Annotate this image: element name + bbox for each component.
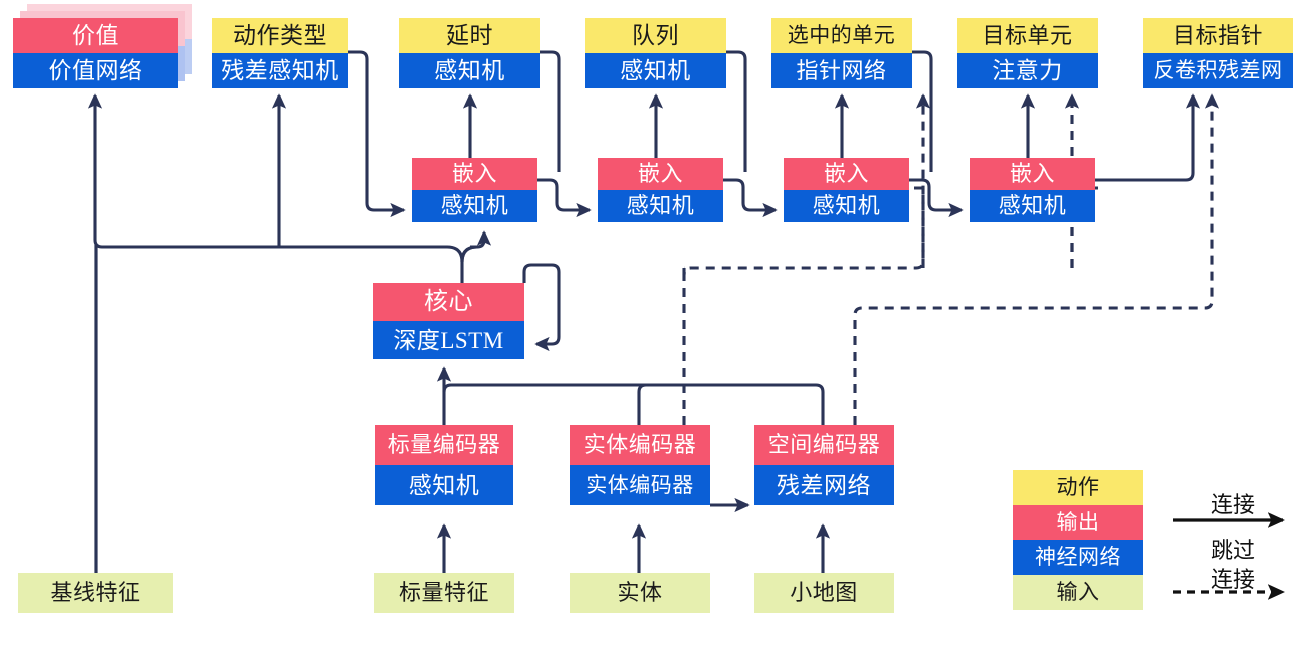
node-baseline-features-label: 基线特征 [18, 573, 173, 613]
node-core-output: 核心 [373, 283, 524, 321]
node-value-output: 价值 [13, 18, 178, 53]
node-scalar-encoder-network: 感知机 [375, 465, 513, 505]
node-embed-4-output: 嵌入 [970, 158, 1095, 190]
node-spatial-encoder-network: 残差网络 [754, 465, 894, 505]
node-core-network: 深度LSTM [373, 321, 524, 359]
node-target-unit: 目标单元 注意力 [957, 18, 1098, 88]
node-embed-1-output: 嵌入 [412, 158, 537, 190]
node-spatial-encoder-output: 空间编码器 [754, 425, 894, 465]
node-delay: 延时 感知机 [399, 18, 540, 88]
node-delay-action: 延时 [399, 18, 540, 53]
node-selected-units-network: 指针网络 [771, 53, 912, 88]
legend-swatch-network: 神经网络 [1013, 540, 1143, 575]
node-embed-2: 嵌入 感知机 [598, 158, 723, 222]
node-embed-4: 嵌入 感知机 [970, 158, 1095, 222]
node-action-type-action: 动作类型 [212, 18, 348, 53]
node-action-type-network: 残差感知机 [212, 53, 348, 88]
node-spatial-encoder: 空间编码器 残差网络 [754, 425, 894, 505]
node-scalar-encoder: 标量编码器 感知机 [375, 425, 513, 505]
node-value-network: 价值网络 [13, 53, 178, 88]
node-value: 价值 价值网络 [13, 4, 192, 88]
node-embed-3-output: 嵌入 [784, 158, 909, 190]
legend-swatch-action: 动作 [1013, 470, 1143, 505]
node-queue-action: 队列 [585, 18, 726, 53]
node-selected-units: 选中的单元 指针网络 [771, 18, 912, 88]
node-target-point-action: 目标指针 [1143, 18, 1293, 53]
node-minimap-label: 小地图 [754, 573, 894, 613]
legend-arrow-samples [1173, 512, 1285, 600]
node-target-point: 目标指针 反卷积残差网 [1143, 18, 1293, 88]
node-embed-3: 嵌入 感知机 [784, 158, 909, 222]
node-embed-1-network: 感知机 [412, 190, 537, 222]
node-scalar-encoder-output: 标量编码器 [375, 425, 513, 465]
node-scalar-features-label: 标量特征 [374, 573, 514, 613]
legend-skip-label-line1: 跳过 [1210, 538, 1255, 563]
node-entities: 实体 [570, 573, 710, 613]
node-embed-2-output: 嵌入 [598, 158, 723, 190]
node-queue-network: 感知机 [585, 53, 726, 88]
legend-connection-label: 连接 [1210, 492, 1255, 517]
node-entity-encoder-output: 实体编码器 [570, 425, 710, 465]
node-entity-encoder: 实体编码器 实体编码器 [570, 425, 710, 505]
node-entity-encoder-network: 实体编码器 [570, 465, 710, 505]
node-embed-3-network: 感知机 [784, 190, 909, 222]
legend-swatch-input: 输入 [1013, 575, 1143, 610]
legend-swatch-output: 输出 [1013, 505, 1143, 540]
node-core: 核心 深度LSTM [373, 283, 524, 359]
node-action-type: 动作类型 残差感知机 [212, 18, 348, 88]
node-entities-label: 实体 [570, 573, 710, 613]
node-minimap: 小地图 [754, 573, 894, 613]
node-delay-network: 感知机 [399, 53, 540, 88]
node-queue: 队列 感知机 [585, 18, 726, 88]
node-scalar-features: 标量特征 [374, 573, 514, 613]
node-target-unit-network: 注意力 [957, 53, 1098, 88]
node-embed-4-network: 感知机 [970, 190, 1095, 222]
node-selected-units-action: 选中的单元 [771, 18, 912, 53]
node-target-unit-action: 目标单元 [957, 18, 1098, 53]
node-embed-2-network: 感知机 [598, 190, 723, 222]
legend-skip-label-line2: 连接 [1210, 567, 1255, 592]
node-baseline-features: 基线特征 [18, 573, 173, 613]
legend-color-key: 动作 输出 神经网络 输入 [1013, 470, 1143, 610]
node-embed-1: 嵌入 感知机 [412, 158, 537, 222]
node-target-point-network: 反卷积残差网 [1143, 53, 1293, 88]
